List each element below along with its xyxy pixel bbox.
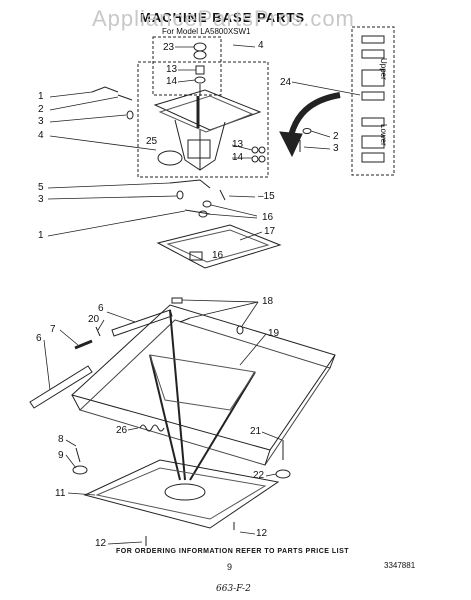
page-number: 9 (227, 562, 233, 572)
callout-22: 22 (253, 470, 265, 481)
callout-18: 18 (262, 296, 274, 307)
callout-14: 14 (166, 76, 178, 87)
callout-2: 2 (38, 104, 44, 115)
handwritten-note: 663-F-2 (216, 584, 251, 594)
seal-kit (361, 35, 385, 163)
callout-20: 20 (88, 314, 100, 325)
machine-base-frame (70, 304, 336, 481)
callout-3: 3 (38, 116, 44, 127)
callout-8: 8 (58, 434, 64, 445)
callout-6-left: 6 (36, 333, 42, 344)
callout-9: 9 (58, 450, 64, 461)
callout-4: 4 (38, 130, 44, 141)
leader-lines (43, 44, 361, 545)
callout-3-right: 3 (333, 143, 339, 154)
ordering-note: FOR ORDERING INFORMATION REFER TO PARTS … (116, 548, 350, 555)
gearcase (153, 89, 262, 171)
pins (74, 326, 101, 350)
pump-bracket (156, 224, 282, 269)
hub-parts (193, 42, 207, 96)
callout-6: 6 (98, 303, 104, 314)
callout-25: 25 (146, 136, 158, 147)
callout-5: 5 (38, 182, 44, 193)
callout-23: 23 (163, 42, 175, 53)
callout-14-right: 14 (232, 152, 244, 163)
callout-12-left: 12 (95, 538, 107, 549)
callout-7: 7 (50, 324, 56, 335)
callout-17: 17 (264, 226, 276, 237)
callout-3-centre: 3 (38, 194, 44, 205)
gearcase-fasteners (251, 128, 312, 163)
callout-24: 24 (280, 77, 292, 88)
watermark: AppliancePartsPros.com (92, 6, 355, 31)
callout-11: 11 (55, 488, 66, 499)
seal-kit-box (351, 26, 395, 176)
centre-fasteners (169, 179, 226, 218)
left-fasteners (91, 86, 134, 120)
callout-19: 19 (268, 328, 280, 339)
callout-16-bracket: 16 (212, 250, 224, 261)
assembly-arrow-head (279, 131, 303, 158)
callout-16: 16 (262, 212, 274, 223)
model-number: For Model LA5800XSW1 (162, 27, 251, 36)
callout-15: –15 (258, 191, 275, 202)
lower-label: Lower (379, 124, 388, 146)
callout-21: 21 (250, 426, 262, 437)
callout-2-right: 2 (333, 131, 339, 142)
clamp-ring (157, 150, 183, 166)
upper-label: Upper (379, 58, 388, 80)
spring (139, 424, 165, 432)
callout-1: 1 (38, 91, 44, 102)
page-title: MACHINE BASE PARTS (140, 10, 306, 25)
base-plate (83, 459, 280, 529)
callout-1-centre: 1 (38, 230, 44, 241)
callout-13-right: 13 (232, 139, 244, 150)
leveling-legs (72, 440, 291, 546)
side-braces (29, 309, 173, 409)
callout-26: 26 (116, 425, 128, 436)
frame-clips (171, 297, 244, 335)
callout-4-top: 4 (258, 40, 264, 51)
document-part-number: 3347881 (384, 561, 416, 570)
callout-12-right: 12 (256, 528, 268, 539)
gearcase-box (137, 61, 269, 178)
callout-13: 13 (166, 64, 178, 75)
